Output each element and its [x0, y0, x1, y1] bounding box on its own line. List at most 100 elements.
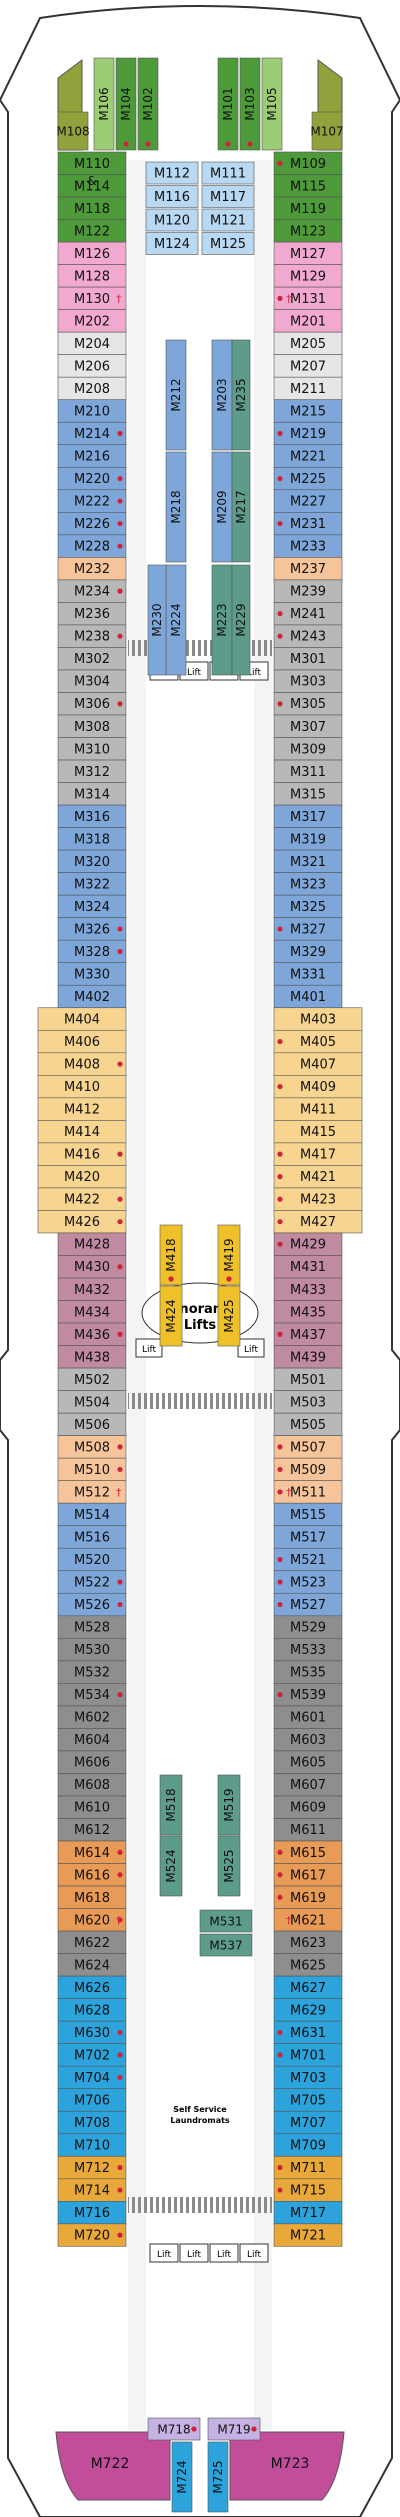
cabin-m602[interactable]: M602: [57, 1705, 127, 1729]
cabin-m706[interactable]: M706: [57, 2088, 127, 2112]
cabin-m428[interactable]: M428: [57, 1232, 127, 1256]
cabin-m711[interactable]: M711: [273, 2155, 343, 2180]
cabin-m426[interactable]: M426: [37, 1210, 127, 1234]
cabin-m718[interactable]: M718: [147, 2417, 201, 2441]
cabin-m524[interactable]: M524: [159, 1835, 183, 1897]
cabin-m235[interactable]: M235: [231, 339, 251, 451]
cabin-m625[interactable]: M625: [273, 1953, 343, 1977]
cabin-m601[interactable]: M601: [273, 1705, 343, 1729]
cabin-m324[interactable]: M324: [57, 894, 127, 918]
cabin-m410[interactable]: M410: [37, 1075, 127, 1099]
cabin-m312[interactable]: M312: [57, 759, 127, 783]
cabin-m503[interactable]: M503: [273, 1390, 343, 1414]
cabin-m307[interactable]: M307: [273, 714, 343, 738]
cabin-m318[interactable]: M318: [57, 827, 127, 851]
cabin-m418[interactable]: M418: [159, 1224, 183, 1286]
cabin-m225[interactable]: M225: [273, 466, 343, 491]
cabin-m123[interactable]: M123: [273, 219, 343, 243]
cabin-m537[interactable]: M537: [199, 1933, 253, 1957]
cabin-m506[interactable]: M506: [57, 1412, 127, 1436]
cabin-m510[interactable]: M510: [57, 1457, 127, 1481]
cabin-m116[interactable]: M116: [145, 185, 199, 208]
cabin-m606[interactable]: M606: [57, 1750, 127, 1774]
cabin-m127[interactable]: M127: [273, 241, 343, 265]
cabin-m305[interactable]: M305: [273, 692, 343, 716]
cabin-m511[interactable]: M511†: [273, 1480, 343, 1504]
cabin-m408[interactable]: M408: [37, 1052, 127, 1076]
cabin-m211[interactable]: M211: [273, 376, 343, 401]
cabin-m621[interactable]: M621†: [273, 1908, 343, 1932]
cabin-m435[interactable]: M435: [273, 1300, 343, 1324]
cabin-m210[interactable]: M210: [57, 399, 127, 423]
cabin-m212[interactable]: M212: [165, 339, 187, 451]
cabin-m322[interactable]: M322: [57, 872, 127, 896]
cabin-m204[interactable]: M204: [57, 331, 127, 355]
cabin-m125[interactable]: M125: [201, 232, 255, 255]
cabin-m612[interactable]: M612: [57, 1818, 127, 1842]
cabin-m701[interactable]: M701: [273, 2043, 343, 2067]
cabin-m110[interactable]: M110: [57, 151, 127, 175]
cabin-m208[interactable]: M208: [57, 376, 127, 401]
cabin-m432[interactable]: M432: [57, 1277, 127, 1301]
cabin-m438[interactable]: M438: [57, 1345, 127, 1369]
cabin-m409[interactable]: M409: [273, 1075, 363, 1099]
cabin-m719[interactable]: M719: [207, 2417, 261, 2441]
cabin-m323[interactable]: M323: [273, 872, 343, 896]
cabin-m114[interactable]: M114: [57, 174, 127, 198]
cabin-m407[interactable]: M407: [273, 1052, 363, 1076]
cabin-m217[interactable]: M217: [231, 451, 251, 563]
cabin-m105[interactable]: M105: [261, 57, 283, 151]
cabin-m502[interactable]: M502: [57, 1367, 127, 1391]
cabin-m126[interactable]: M126: [57, 241, 127, 265]
cabin-m206[interactable]: M206: [57, 354, 127, 378]
cabin-m216[interactable]: M216: [57, 444, 127, 468]
cabin-m329[interactable]: M329: [273, 939, 343, 964]
cabin-m608[interactable]: M608: [57, 1773, 127, 1797]
cabin-m310[interactable]: M310: [57, 737, 127, 761]
cabin-m422[interactable]: M422: [37, 1187, 127, 1211]
cabin-m615[interactable]: M615: [273, 1840, 343, 1864]
cabin-m534[interactable]: M534: [57, 1683, 127, 1707]
cabin-m207[interactable]: M207: [273, 354, 343, 378]
cabin-m527[interactable]: M527: [273, 1592, 343, 1617]
cabin-m101[interactable]: M101: [217, 57, 239, 151]
cabin-m239[interactable]: M239: [273, 579, 343, 603]
cabin-m436[interactable]: M436: [57, 1322, 127, 1346]
cabin-m607[interactable]: M607: [273, 1773, 343, 1797]
cabin-m325[interactable]: M325: [273, 894, 343, 918]
cabin-m227[interactable]: M227: [273, 489, 343, 513]
cabin-m532[interactable]: M532: [57, 1660, 127, 1684]
cabin-m128[interactable]: M128: [57, 264, 127, 288]
cabin-m111[interactable]: M111: [201, 161, 255, 185]
cabin-m703[interactable]: M703: [273, 2065, 343, 2090]
cabin-m604[interactable]: M604: [57, 1728, 127, 1752]
cabin-m518[interactable]: M518: [159, 1774, 183, 1836]
cabin-m406[interactable]: M406: [37, 1029, 127, 1054]
cabin-m223[interactable]: M223: [211, 564, 233, 676]
cabin-m631[interactable]: M631: [273, 2020, 343, 2044]
cabin-m619[interactable]: M619: [273, 1885, 343, 1909]
cabin-m315[interactable]: M315: [273, 782, 343, 806]
cabin-m120[interactable]: M120: [145, 208, 199, 232]
cabin-m308[interactable]: M308: [57, 714, 127, 738]
cabin-m515[interactable]: M515: [273, 1502, 343, 1527]
cabin-m525[interactable]: M525: [217, 1835, 241, 1897]
cabin-m708[interactable]: M708: [57, 2110, 127, 2135]
cabin-m306[interactable]: M306: [57, 692, 127, 716]
cabin-m603[interactable]: M603: [273, 1728, 343, 1752]
cabin-m427[interactable]: M427: [273, 1210, 363, 1234]
cabin-m102[interactable]: M102: [137, 57, 159, 151]
cabin-m610[interactable]: M610: [57, 1795, 127, 1819]
cabin-m416[interactable]: M416: [37, 1142, 127, 1166]
cabin-m531[interactable]: M531: [199, 1909, 253, 1933]
cabin-m519[interactable]: M519: [217, 1774, 241, 1836]
cabin-m119[interactable]: M119: [273, 196, 343, 220]
cabin-m326[interactable]: M326: [57, 917, 127, 941]
cabin-m611[interactable]: M611: [273, 1818, 343, 1842]
cabin-m430[interactable]: M430: [57, 1255, 127, 1279]
cabin-m108[interactable]: M108: [56, 111, 90, 151]
cabin-m439[interactable]: M439: [273, 1345, 343, 1369]
cabin-m412[interactable]: M412: [37, 1097, 127, 1121]
cabin-m501[interactable]: M501: [273, 1367, 343, 1391]
cabin-m209[interactable]: M209: [211, 451, 233, 563]
